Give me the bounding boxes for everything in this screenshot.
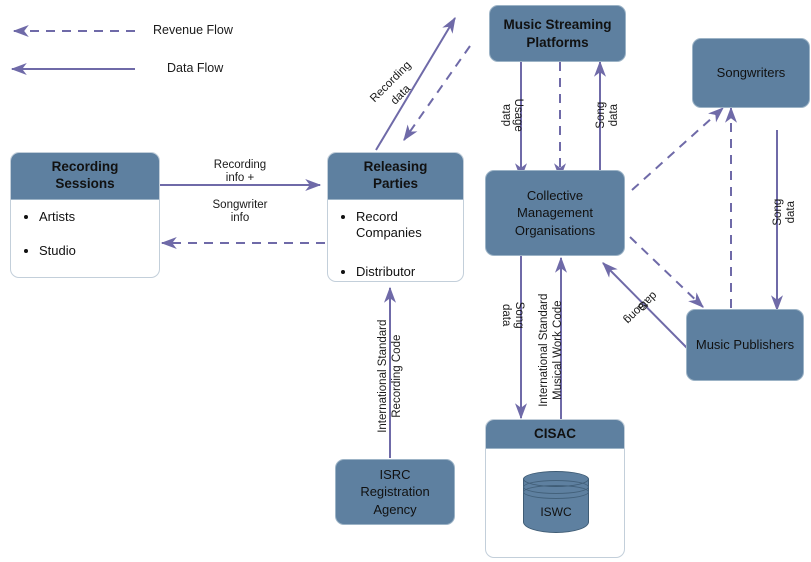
node-cmo-line2: Management (517, 205, 593, 221)
list-item-line1: Record (356, 208, 398, 224)
node-isrc-line3: Agency (373, 501, 417, 517)
list-item-line2: Companies (356, 225, 422, 241)
node-recording-sessions-title-line1: Recording (51, 159, 119, 174)
node-music-publishers[interactable]: Music Publishers (686, 309, 804, 381)
node-music-streaming-platforms[interactable]: Music Streaming Platforms (489, 5, 626, 62)
list-item: Record Companies (356, 209, 457, 243)
list-item: Studio (39, 243, 153, 260)
node-cisac-header: CISAC (486, 420, 624, 450)
edge-label-mp-to-cmo-line2: data (634, 289, 660, 314)
edge-label-isrc-to-rp-line1: International Standard (376, 319, 389, 433)
edge-cmo-to-sw-revenue (631, 107, 724, 191)
cylinder-ring-2 (523, 485, 589, 500)
node-releasing-parties-body: Record Companies Distributor /Aggregator (328, 200, 463, 282)
edge-label-rs-to-rp-line4: info (230, 212, 250, 224)
node-isrc-line2: Registration (360, 484, 430, 500)
node-cisac-body: ISWC (486, 449, 624, 557)
node-collective-management-organisations[interactable]: Collective Management Organisations (485, 170, 625, 256)
node-songwriters-label: Songwriters (716, 65, 786, 81)
node-recording-sessions-title-line2: Sessions (55, 176, 115, 192)
node-releasing-parties-title-line1: Releasing (363, 159, 428, 174)
edge-label-rs-to-rp-line1: Recording (213, 159, 267, 171)
node-cisac[interactable]: CISAC ISWC (485, 419, 625, 558)
edge-label-msp-to-cmo-line2: data (500, 104, 513, 127)
edge-label-cmo-to-msp-line2: data (607, 104, 620, 127)
node-isrc-line1: ISRC (379, 467, 411, 483)
node-releasing-parties-title-line2: Parties (372, 176, 419, 192)
node-recording-sessions-body: Artists Studio Manager (11, 200, 159, 277)
list-item: Distributor /Aggregator (356, 264, 457, 282)
legend-label-revenue-flow: Revenue Flow (153, 23, 233, 37)
edge-label-cmo-to-cisac-line2: data (500, 303, 513, 327)
node-cisac-title: CISAC (533, 426, 576, 441)
node-music-streaming-platforms-line1: Music Streaming (503, 16, 612, 32)
edge-label-rs-to-rp-line3: Songwriter (212, 199, 268, 211)
node-cmo-line1: Collective (526, 188, 584, 204)
node-cmo-line3: Organisations (514, 222, 596, 238)
list-item-line1: Distributor (356, 264, 416, 280)
node-recording-sessions[interactable]: Recording Sessions Artists Studio Manage… (10, 152, 160, 278)
node-recording-sessions-header: Recording Sessions (11, 153, 159, 200)
edge-label-isrc-to-rp-line2: Recording Code (390, 334, 403, 418)
list-item: Artists (39, 209, 153, 226)
edge-label-cmo-to-cisac-line1: Song (513, 301, 526, 329)
edge-label-cisac-to-cmo-line2: Musical Work Code (551, 300, 564, 400)
edge-label-rs-to-rp-line2: info + (225, 172, 255, 184)
edge-label-cisac-to-cmo-line1: International Standard (537, 293, 550, 407)
database-label: ISWC (540, 505, 572, 520)
node-music-publishers-label: Music Publishers (695, 337, 795, 353)
list-item-line2: /Aggregator (356, 281, 424, 282)
node-isrc-registration-agency[interactable]: ISRC Registration Agency (335, 459, 455, 525)
legend-label-data-flow: Data Flow (167, 61, 224, 75)
node-music-streaming-platforms-line2: Platforms (526, 34, 589, 50)
database-cylinder-icon: ISWC (523, 471, 589, 537)
node-songwriters[interactable]: Songwriters (692, 38, 810, 108)
node-releasing-parties-header: Releasing Parties (328, 153, 463, 200)
edge-label-sw-to-mp-line2: data (784, 201, 797, 224)
node-releasing-parties[interactable]: Releasing Parties Record Companies Distr… (327, 152, 464, 282)
